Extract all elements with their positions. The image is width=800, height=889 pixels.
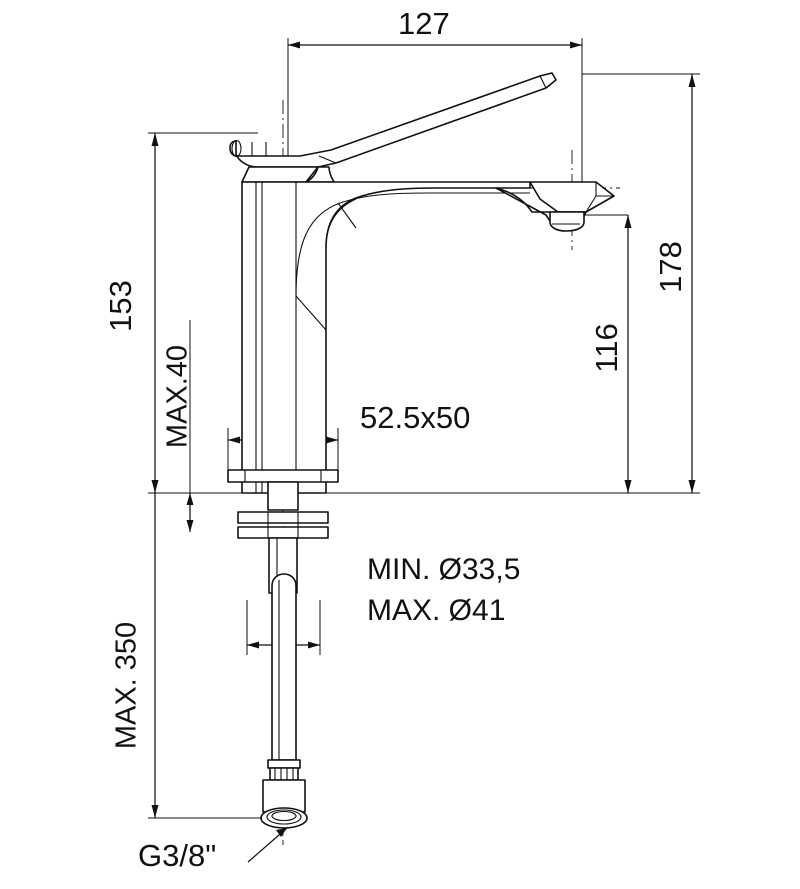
hose-end-fitting (260, 759, 308, 829)
leader-line-thread (247, 827, 288, 863)
label-hose-length: MAX. 350 (110, 621, 143, 750)
label-deck-thickness: MAX.40 (161, 344, 194, 449)
label-base-footprint: 52.5x50 (360, 400, 471, 435)
dim-line-spout-reach (288, 41, 582, 49)
dim-line-spout-height (624, 215, 632, 493)
lever-handle (229, 72, 557, 183)
faucet-body (241, 181, 531, 494)
faucet-outline (160, 72, 615, 829)
label-hole-max-diameter: MAX. Ø41 (367, 594, 506, 627)
dimension-lines (151, 41, 696, 863)
label-thread-size: G3/8" (138, 838, 217, 873)
dim-line-hose-length (151, 493, 159, 818)
flexible-hose (271, 573, 297, 761)
base-flange (227, 469, 339, 483)
dim-line-deck-thickness (186, 493, 194, 532)
label-spout-height: 116 (589, 323, 624, 373)
label-body-height: 153 (103, 280, 138, 332)
dim-line-hole-diameter (246, 600, 321, 655)
label-total-height: 178 (653, 241, 688, 293)
spout-outlet (495, 181, 615, 232)
dim-line-body-height (151, 133, 159, 493)
dim-line-total-height (688, 74, 696, 493)
label-hole-min-diameter: MIN. Ø33,5 (367, 553, 521, 586)
label-spout-reach: 127 (398, 6, 450, 41)
